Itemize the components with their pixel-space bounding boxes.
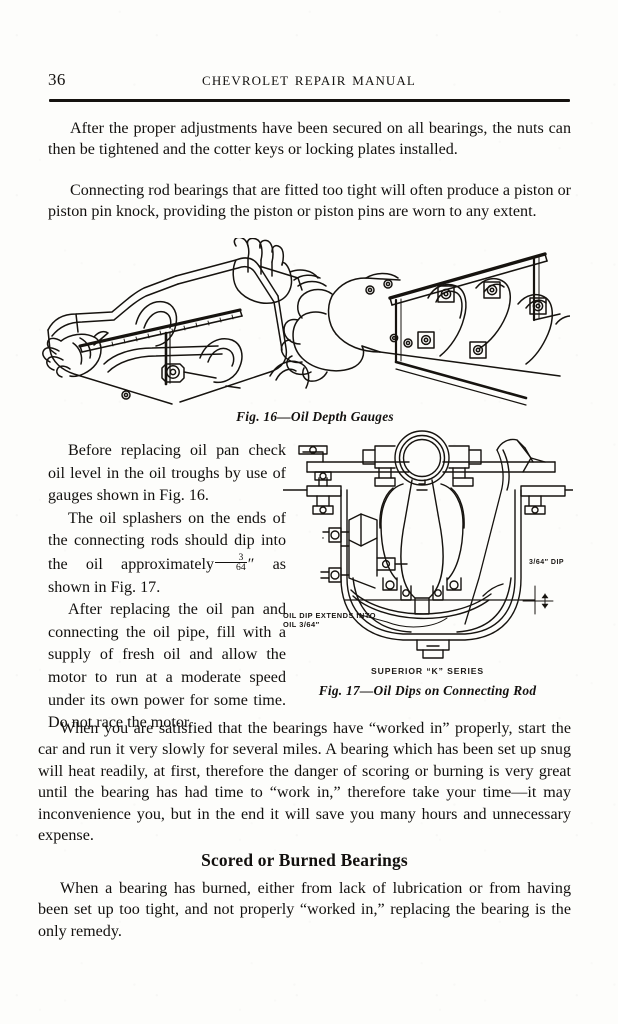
figure-17-callout-dip-depth: 3/64″ DIP <box>529 559 565 566</box>
paragraph-before-replacing: Before replacing oil pan check oil level… <box>48 442 286 505</box>
splashers-text-b: ″ as shown in Fig. 17. <box>48 555 287 596</box>
figure-16-oil-depth-gauges <box>40 238 570 406</box>
figure-16-caption: Fig. 16—Oil Depth Gauges <box>236 409 394 424</box>
paragraph-text: Connecting rod bearings that are fitted … <box>48 182 571 221</box>
paragraph-intro: After the proper adjustments have been s… <box>48 118 571 161</box>
page-number: 36 <box>48 70 66 89</box>
running-title: Chevrolet Repair Manual <box>202 70 416 90</box>
left-column-text: Before replacing oil pan check oil level… <box>48 440 286 735</box>
paragraph-worked-in: When you are satisfied that the bearings… <box>38 718 571 846</box>
figure-17-series-label: SUPERIOR “K” SERIES <box>370 666 485 676</box>
splashers-text-a: The oil splashers on the ends of the con… <box>48 509 286 573</box>
paragraph-scored-bearings: When a bearing has burned, either from l… <box>38 878 571 942</box>
figure-17-callout-oil-dip: OIL DIP EXTENDS INTO OIL 3/64″ <box>283 611 376 630</box>
paragraph-text: After the proper adjustments have been s… <box>48 120 571 159</box>
figure-17-caption: Fig. 17—Oil Dips on Connecting Rod <box>318 683 537 698</box>
figure-17-oil-dips-connecting-rod <box>283 428 573 663</box>
header-rule <box>49 99 570 102</box>
paragraph-text: When a bearing has burned, either from l… <box>38 880 571 940</box>
section-heading-scored-or-burned-bearings: Scored or Burned Bearings <box>201 850 408 870</box>
page-header: 36 Chevrolet Repair Manual <box>48 70 570 96</box>
paragraph-text: When you are satisfied that the bearings… <box>38 720 571 845</box>
paragraph-oil-splashers: The oil splashers on the ends of the con… <box>48 508 286 599</box>
paragraph-after-replacing: After replacing the oil pan and connecti… <box>48 601 286 732</box>
paragraph-connecting-rod: Connecting rod bearings that are fitted … <box>48 180 571 223</box>
